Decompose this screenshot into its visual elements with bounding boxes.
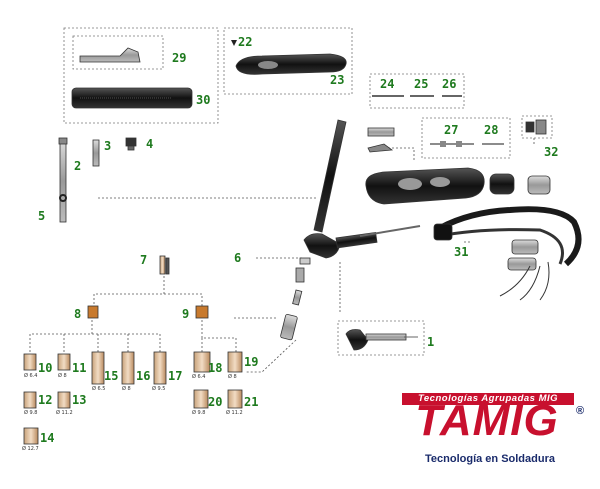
label-1: 1 (427, 335, 434, 349)
label-12: 12 (38, 393, 52, 407)
dia-15: Ø 6.5 (92, 385, 105, 392)
dia-13: Ø 11.2 (56, 409, 73, 416)
collet-rod (58, 137, 68, 223)
box-back-caps (63, 27, 219, 124)
nozzle-21 (227, 389, 243, 409)
nozzle-12 (23, 391, 37, 409)
torch-head (303, 225, 421, 259)
nozzle-10 (23, 353, 37, 371)
label-5: 5 (38, 209, 45, 223)
label-16: 16 (136, 369, 150, 383)
box-handle (223, 27, 353, 95)
label-30: 30 (196, 93, 210, 107)
nozzle-15 (91, 351, 105, 385)
dia-17: Ø 9.5 (152, 385, 165, 392)
handle-assembly (365, 167, 485, 205)
label-6: 6 (234, 251, 241, 265)
nozzle-11 (57, 353, 71, 371)
label-32: 32 (544, 145, 558, 159)
torch-back-cap-long (313, 119, 347, 233)
label-31: 31 (454, 245, 468, 259)
nozzle-13 (57, 391, 71, 409)
gas-lens-9 (195, 305, 209, 319)
nozzle-20 (193, 389, 209, 409)
cable-assembly (433, 206, 582, 301)
nozzle-14 (23, 427, 39, 445)
label-10: 10 (38, 361, 52, 375)
leader-24 (384, 147, 415, 160)
label-14: 14 (40, 431, 54, 445)
nozzle-16 (121, 351, 135, 385)
label-28: 28 (484, 123, 498, 137)
label-15: 15 (104, 369, 118, 383)
dia-10: Ø 6.4 (24, 372, 37, 379)
logo-subtitle: Tecnología en Soldadura (425, 453, 555, 465)
handle (235, 53, 347, 75)
dia-18: Ø 6.4 (192, 373, 205, 380)
tamig-logo: Tecnologías Agrupadas MIG TAMIG ® Tecnol… (396, 393, 592, 473)
label-2: 2 (74, 159, 81, 173)
screw (231, 40, 237, 46)
label-17: 17 (168, 369, 182, 383)
label-25: 25 (414, 77, 428, 91)
leader-8 (29, 320, 93, 354)
long-back-cap (71, 87, 193, 109)
dia-16: Ø 8 (122, 385, 131, 392)
label-21: 21 (244, 395, 258, 409)
torch-body (345, 329, 418, 351)
short-collet (92, 139, 100, 167)
label-27: 27 (444, 123, 458, 137)
box-short-cap (72, 35, 164, 70)
label-3: 3 (104, 139, 111, 153)
label-22: 22 (238, 35, 252, 49)
dia-12: Ø 9.8 (24, 409, 37, 416)
nozzle-17 (153, 351, 167, 385)
nut (125, 137, 137, 151)
label-4: 4 (146, 137, 153, 151)
label-29: 29 (172, 51, 186, 65)
dia-14: Ø 12.7 (22, 445, 39, 452)
gas-lens-8 (87, 305, 99, 319)
leader-7 (93, 276, 165, 306)
leader-7b (164, 293, 203, 306)
gas-lens-stack (280, 257, 311, 341)
dia-21: Ø 11.2 (226, 409, 243, 416)
box-fitting (521, 115, 553, 139)
nozzle-19 (227, 351, 243, 373)
label-23: 23 (330, 73, 344, 87)
dia-20: Ø 9.8 (192, 409, 205, 416)
leader-cup (246, 339, 297, 373)
o-ring (59, 194, 67, 202)
short-back-cap (79, 47, 141, 63)
label-18: 18 (208, 361, 222, 375)
logo-tagline: Tecnologías Agrupadas MIG (402, 393, 574, 405)
dia-11: Ø 8 (58, 372, 67, 379)
label-9: 9 (182, 307, 189, 321)
label-7: 7 (140, 253, 147, 267)
box-spacers (421, 117, 511, 159)
label-24: 24 (380, 77, 394, 91)
logo-registered: ® (576, 405, 585, 417)
back-insert (367, 127, 395, 153)
collet-small (159, 255, 170, 275)
fitting (525, 119, 547, 135)
dia-19: Ø 8 (228, 373, 237, 380)
spacer-27 (430, 141, 474, 147)
nozzle-18 (193, 351, 211, 373)
label-8: 8 (74, 307, 81, 321)
leader-8b (92, 333, 161, 352)
label-26: 26 (442, 77, 456, 91)
knob-spring (489, 173, 551, 195)
leader-9 (201, 320, 237, 352)
label-20: 20 (208, 395, 222, 409)
label-11: 11 (72, 361, 86, 375)
logo-brand: TAMIG (415, 396, 559, 445)
label-13: 13 (72, 393, 86, 407)
label-19: 19 (244, 355, 258, 369)
